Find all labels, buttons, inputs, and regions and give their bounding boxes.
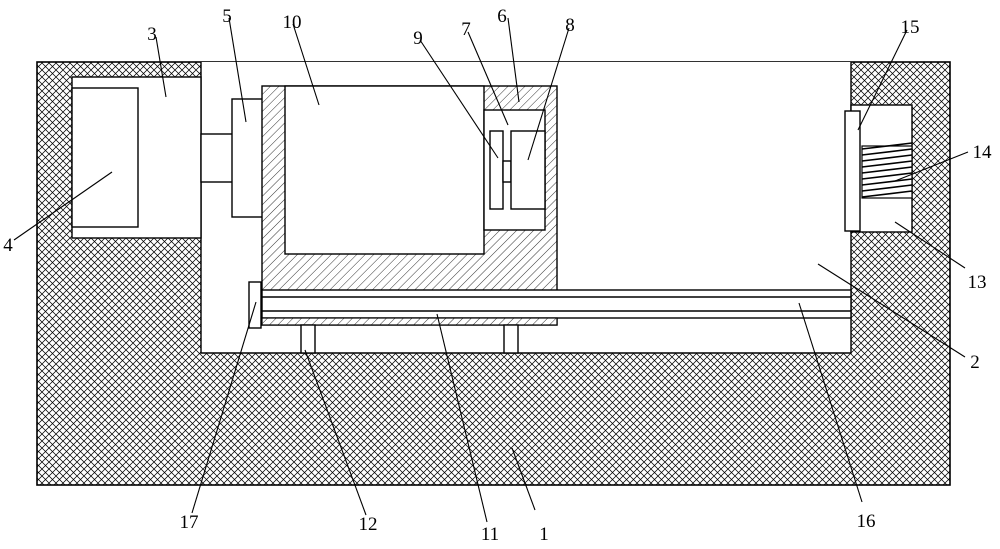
- label-3: 3: [147, 24, 157, 45]
- label-14: 14: [973, 142, 993, 163]
- label-5: 5: [222, 6, 232, 27]
- guide-rail: [261, 289, 852, 319]
- leader-lines: [13, 17, 969, 523]
- coupling-block: [231, 98, 264, 218]
- label-2: 2: [970, 352, 980, 373]
- label-11: 11: [481, 524, 499, 545]
- label-4: 4: [3, 235, 13, 256]
- label-17: 17: [180, 512, 199, 533]
- clamp-neck: [502, 160, 512, 183]
- push-plate: [844, 110, 861, 232]
- label-16: 16: [857, 511, 876, 532]
- slider-strip: [261, 317, 558, 326]
- clamp-plate: [489, 130, 504, 210]
- label-9: 9: [413, 28, 423, 49]
- motor-window: [71, 87, 139, 228]
- spring: [861, 142, 913, 199]
- support-leg-left: [300, 324, 316, 354]
- label-8: 8: [565, 15, 575, 36]
- support-leg-right: [503, 324, 519, 354]
- label-1: 1: [539, 524, 549, 545]
- label-13: 13: [968, 272, 987, 293]
- label-10: 10: [283, 12, 302, 33]
- label-7: 7: [461, 19, 471, 40]
- motor-shaft: [200, 133, 234, 183]
- label-15: 15: [901, 17, 920, 38]
- box-cavity: [284, 85, 485, 255]
- label-12: 12: [359, 514, 378, 535]
- clamp-block: [510, 130, 546, 210]
- label-6: 6: [497, 6, 507, 27]
